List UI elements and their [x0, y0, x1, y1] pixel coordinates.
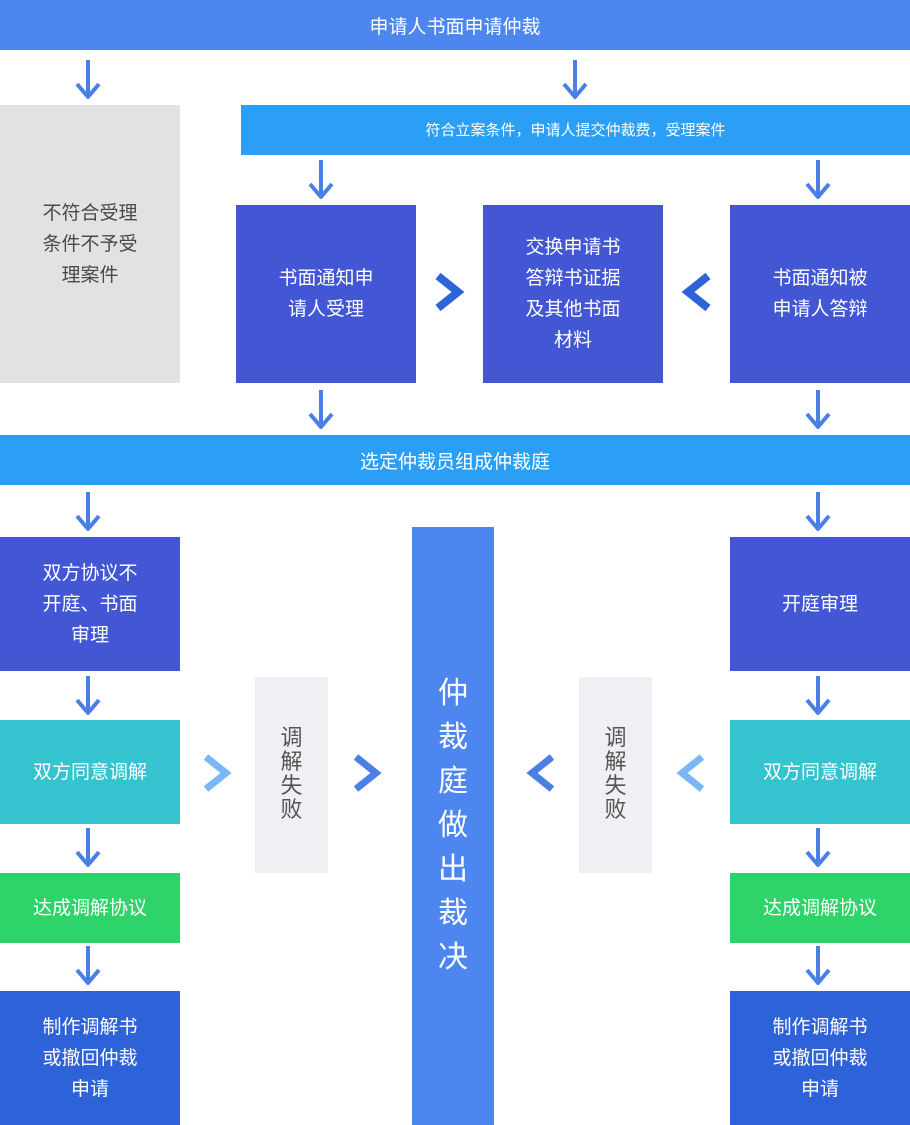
written-review-box: 双方协议不 开庭、书面 审理	[0, 537, 180, 671]
reject-line-1: 不符合受理	[42, 201, 138, 224]
right-fail-char-4: 败	[604, 798, 627, 823]
top-bar-apply-arbitration: 申请人书面申请仲裁	[0, 0, 910, 50]
arrow-down-icon	[75, 946, 101, 985]
arrow-down-icon	[805, 676, 831, 715]
left-fail-char-4: 败	[280, 798, 303, 823]
chevron-right-icon	[353, 754, 382, 792]
award-char-3: 庭	[438, 764, 468, 799]
left-make-document-box: 制作调解书 或撤回仲裁 申请	[0, 991, 180, 1125]
notify-applicant-line-1: 书面通知申	[278, 267, 374, 289]
reject-line-2: 条件不予受	[42, 232, 138, 255]
arrow-down-icon	[805, 160, 831, 199]
top-bar-label: 申请人书面申请仲裁	[369, 15, 541, 38]
court-hearing-box: 开庭审理	[730, 537, 910, 671]
chevron-right-icon	[435, 272, 465, 312]
written-review-line-1: 双方协议不	[42, 561, 138, 584]
left-make-document-line-3: 申请	[70, 1077, 109, 1100]
left-mediation-failed-box: 调 解 失 败	[255, 677, 328, 873]
right-fail-char-2: 解	[604, 750, 627, 775]
left-fail-char-1: 调	[280, 726, 303, 751]
arrow-down-icon	[805, 828, 831, 867]
right-make-document-box: 制作调解书 或撤回仲裁 申请	[730, 991, 910, 1125]
notify-respondent-line-1: 书面通知被	[772, 267, 868, 289]
right-make-document-line-2: 或撤回仲裁	[772, 1046, 868, 1069]
written-review-line-3: 审理	[70, 623, 109, 646]
accept-case-label: 符合立案条件，申请人提交仲裁费，受理案件	[425, 120, 726, 139]
arrow-down-icon	[562, 60, 588, 99]
arrow-down-icon	[75, 60, 101, 99]
right-make-document-line-3: 申请	[800, 1077, 839, 1100]
award-char-4: 做	[438, 808, 468, 843]
arrow-down-icon	[308, 390, 334, 429]
left-fail-char-2: 解	[280, 750, 303, 775]
right-reach-agreement-label: 达成调解协议	[762, 896, 877, 919]
chevron-left-icon	[676, 754, 705, 792]
notify-respondent-line-2: 申请人答辩	[772, 298, 868, 320]
chevron-right-icon	[203, 754, 232, 792]
left-make-document-line-1: 制作调解书	[42, 1015, 138, 1038]
left-make-document-line-2: 或撤回仲裁	[42, 1046, 138, 1069]
arrow-down-icon	[308, 160, 334, 199]
award-char-1: 仲	[438, 676, 468, 711]
right-fail-char-1: 调	[604, 726, 627, 751]
select-arbitrators-label: 选定仲裁员组成仲裁庭	[359, 450, 550, 473]
left-reach-agreement-box: 达成调解协议	[0, 873, 180, 943]
left-fail-char-3: 失	[280, 774, 303, 799]
award-char-2: 裁	[438, 720, 468, 755]
left-agree-mediation-box: 双方同意调解	[0, 720, 180, 824]
notify-applicant-line-2: 请人受理	[287, 298, 364, 320]
written-review-line-2: 开庭、书面	[42, 592, 138, 615]
arbitral-award-box: 仲 裁 庭 做 出 裁 决	[412, 527, 494, 1125]
accept-case-bar: 符合立案条件，申请人提交仲裁费，受理案件	[241, 105, 910, 155]
arrow-down-icon	[805, 492, 831, 531]
arrow-down-icon	[805, 946, 831, 985]
chevron-left-icon	[526, 754, 555, 792]
reject-case-box: 不符合受理 条件不予受 理案件	[0, 105, 180, 383]
right-agree-mediation-label: 双方同意调解	[762, 760, 877, 783]
award-char-5: 出	[438, 852, 468, 887]
right-mediation-failed-box: 调 解 失 败	[579, 677, 652, 873]
award-char-6: 裁	[438, 896, 468, 931]
notify-applicant-box: 书面通知申 请人受理	[236, 205, 416, 383]
right-fail-char-3: 失	[604, 774, 627, 799]
select-arbitrators-bar: 选定仲裁员组成仲裁庭	[0, 435, 910, 485]
notify-respondent-box: 书面通知被 申请人答辩	[730, 205, 910, 383]
arrow-down-icon	[75, 828, 101, 867]
exchange-line-2: 答辩书证据	[525, 267, 621, 289]
chevron-left-icon	[681, 272, 711, 312]
reject-line-3: 理案件	[61, 263, 119, 286]
right-agree-mediation-box: 双方同意调解	[730, 720, 910, 824]
award-char-7: 决	[438, 940, 468, 975]
exchange-line-1: 交换申请书	[525, 236, 621, 258]
right-make-document-line-1: 制作调解书	[772, 1015, 868, 1038]
arrow-down-icon	[75, 676, 101, 715]
exchange-documents-box: 交换申请书 答辩书证据 及其他书面 材料	[483, 205, 663, 383]
arrow-down-icon	[75, 492, 101, 531]
left-reach-agreement-label: 达成调解协议	[32, 896, 147, 919]
right-reach-agreement-box: 达成调解协议	[730, 873, 910, 943]
exchange-line-3: 及其他书面	[525, 298, 621, 320]
arrow-down-icon	[805, 390, 831, 429]
left-agree-mediation-label: 双方同意调解	[32, 760, 147, 783]
court-hearing-label: 开庭审理	[781, 592, 858, 615]
exchange-line-4: 材料	[553, 329, 592, 351]
